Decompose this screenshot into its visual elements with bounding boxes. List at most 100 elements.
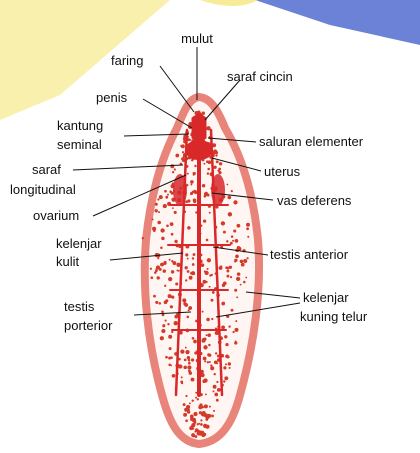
organ-blob-upper [185,140,213,160]
speckle-dot [238,247,242,251]
speckle-dot [210,366,214,370]
speckle-dot [189,402,191,404]
speckle-dot [218,171,221,174]
speckle-dot [157,257,159,259]
speckle-dot [240,260,244,264]
speckle-dot [235,320,237,322]
speckle-dot [208,354,211,357]
speckle-dot [187,270,190,273]
speckle-dot [206,415,210,419]
label-uterus: uterus [264,164,301,179]
speckle-dot [187,365,191,369]
speckle-dot [229,367,231,369]
speckle-dot [207,361,209,363]
speckle-dot [230,276,232,278]
speckle-dot [192,263,195,266]
speckle-dot [206,318,210,322]
speckle-dot [164,190,167,193]
speckle-dot [171,331,173,333]
speckle-dot [155,209,158,212]
speckle-dot [247,257,249,259]
speckle-dot [180,349,184,353]
organ-blob-mid-right [211,174,225,206]
decor-yellow-band [0,0,170,120]
speckle-dot [191,425,194,428]
speckle-dot [187,173,189,175]
speckle-dot [191,378,195,382]
speckle-dot [204,360,206,362]
speckle-dot [202,311,204,313]
speckle-dot [206,281,208,283]
speckle-dot [214,393,218,397]
speckle-dot [213,385,217,389]
speckle-dot [187,356,190,359]
speckle-dot [209,361,211,363]
speckle-dot [159,195,163,199]
label-testis: testis [64,299,95,314]
label-kelenjar: kelenjar [56,236,102,251]
speckle-dot [193,340,197,344]
speckle-dot [216,362,218,364]
speckle-dot [225,363,227,365]
decor-yellow-curve [200,0,258,6]
speckle-dot [165,299,168,302]
speckle-dot [213,410,215,412]
speckle-dot [178,270,180,272]
speckle-dot [226,275,229,278]
speckle-dot [224,376,228,380]
speckle-dot [228,363,231,366]
speckle-dot [174,321,178,325]
speckle-dot [194,435,197,438]
speckle-dot [193,253,196,256]
speckle-dot [207,268,209,270]
speckle-dot [212,390,214,392]
organ-blob-mid-left [173,174,187,206]
speckle-dot [171,270,174,273]
label-saraf-cincin: saraf cincin [227,69,293,84]
speckle-dot [206,239,209,242]
speckle-dot [226,240,228,242]
speckle-dot [243,281,246,284]
speckle-dot [170,222,174,226]
speckle-dot [183,403,186,406]
speckle-dot [215,154,217,156]
speckle-dot [223,231,226,234]
speckle-dot [155,203,158,206]
speckle-dot [247,236,249,238]
speckle-dot [166,224,169,227]
speckle-dot [211,299,214,302]
speckle-dot [156,265,160,269]
leader-faring [160,66,194,112]
speckle-dot [189,371,192,374]
speckle-dot [167,323,169,325]
speckle-dot [182,298,186,302]
speckle-dot [160,228,164,232]
speckle-dot [198,405,202,409]
speckle-dot [153,295,156,298]
speckle-dot [172,171,174,173]
speckle-dot [240,284,242,286]
speckle-dot [167,194,169,196]
speckle-dot [211,414,214,417]
speckle-dot [163,204,167,208]
speckle-dot [183,413,187,417]
speckle-dot [195,397,197,399]
speckle-dot [208,344,211,347]
speckle-dot [187,199,190,202]
speckle-dot [161,329,165,333]
label-kantung: kantung [57,118,103,133]
speckle-dot [185,347,187,349]
speckle-dot [168,294,172,298]
speckle-dot [221,325,225,329]
label-faring: faring [111,53,144,68]
speckle-dot [192,337,195,340]
speckle-dot [224,335,227,338]
speckle-dot [188,362,191,365]
speckle-dot [192,272,195,275]
speckle-dot [199,411,202,414]
speckle-dot [157,221,161,225]
speckle-dot [203,163,205,165]
label-longitudinal: longitudinal [10,182,76,197]
speckle-dot [185,419,188,422]
speckle-dot [152,218,154,220]
